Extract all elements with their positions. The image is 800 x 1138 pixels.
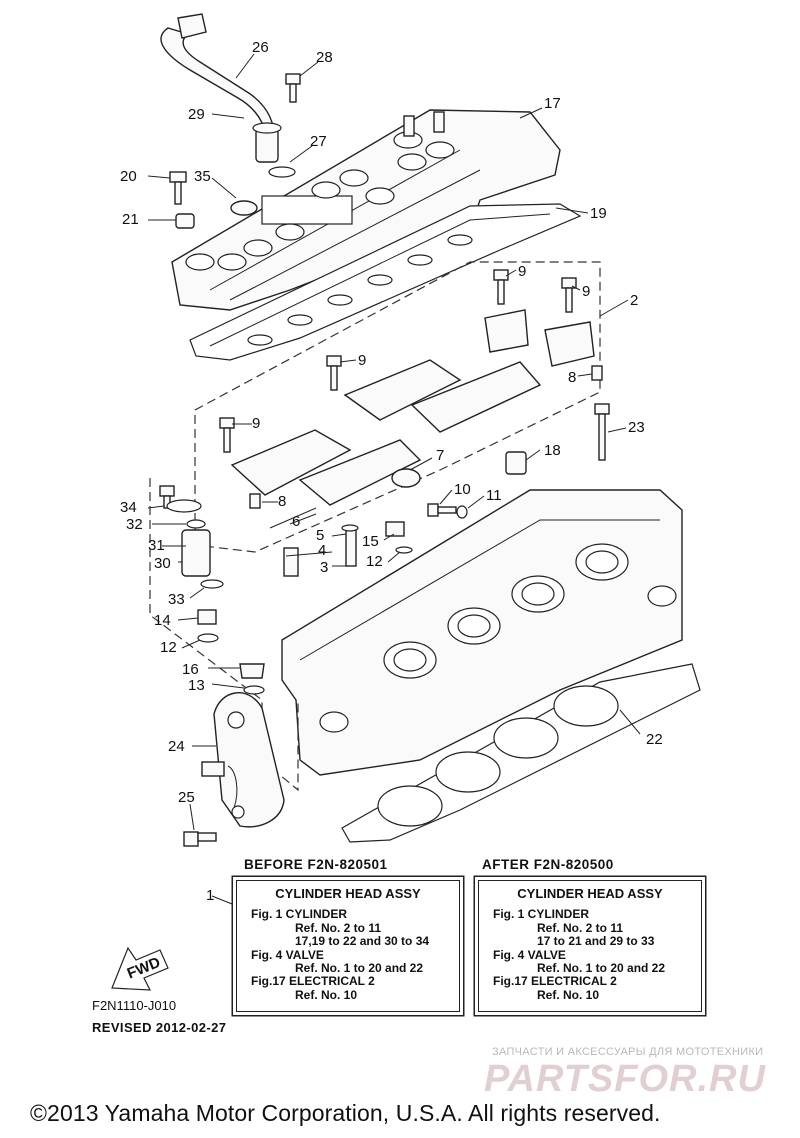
assy-before-line: Ref. No. 1 to 20 and 22 xyxy=(295,961,424,976)
head-cover xyxy=(171,109,561,311)
assy-before-line: 17,19 to 22 and 30 to 34 xyxy=(295,934,430,949)
cover-holes xyxy=(185,131,455,271)
fwd-arrow: FWD xyxy=(111,946,169,991)
callout-16: 16 xyxy=(182,661,199,678)
callout-9a: 9 xyxy=(518,263,526,280)
callout-18: 18 xyxy=(544,442,561,459)
watermark-tagline: ЗАПЧАСТИ И АКСЕССУАРЫ ДЛЯ МОТОТЕХНИКИ xyxy=(492,1046,764,1058)
copyright-notice: ©2013 Yamaha Motor Corporation, U.S.A. A… xyxy=(30,1100,661,1126)
callout-22: 22 xyxy=(646,731,663,748)
collar-18 xyxy=(505,451,527,475)
callout-19: 19 xyxy=(590,205,607,222)
callout-26: 26 xyxy=(252,39,269,56)
cam-caps xyxy=(230,309,595,506)
callout-12b: 12 xyxy=(160,639,177,656)
callout-5: 5 xyxy=(316,527,324,544)
assy-after-line: Fig. 4 VALVE xyxy=(493,947,566,962)
bolt-20 xyxy=(169,171,187,205)
callout-14: 14 xyxy=(154,612,171,629)
callout-9c: 9 xyxy=(358,352,366,369)
callout-35: 35 xyxy=(194,168,211,185)
callout-1: 1 xyxy=(206,887,214,904)
bolt-10 xyxy=(427,503,457,517)
bolt-28 xyxy=(285,73,301,103)
callout-24: 24 xyxy=(168,738,185,755)
callout-11: 11 xyxy=(486,487,502,504)
callout-29: 29 xyxy=(188,106,205,123)
assy-after-line: 17 to 21 and 29 to 33 xyxy=(537,934,655,949)
callout-31: 31 xyxy=(148,537,165,554)
callout-2: 2 xyxy=(630,292,638,309)
callout-7: 7 xyxy=(436,447,444,464)
washer-11 xyxy=(456,505,468,519)
callout-labels: 26 28 17 29 27 20 35 21 19 9 9 2 9 8 9 2… xyxy=(120,39,663,904)
cam-cap-bolts xyxy=(219,269,577,453)
callout-9b: 9 xyxy=(582,283,590,300)
callout-34: 34 xyxy=(120,499,137,516)
callout-32: 32 xyxy=(126,516,143,533)
assy-before-line: Fig.17 ELECTRICAL 2 xyxy=(251,974,375,989)
callout-4: 4 xyxy=(318,542,326,559)
callout-10: 10 xyxy=(454,481,471,498)
assy-after-line: Ref. No. 2 to 11 xyxy=(537,920,624,935)
head-ports xyxy=(319,543,677,733)
callout-28: 28 xyxy=(316,49,333,66)
assy-after-line: Fig. 1 CYLINDER xyxy=(493,907,590,922)
grommet-21 xyxy=(175,213,195,229)
assy-box-before: CYLINDER HEAD ASSY Fig. 1 CYLINDER Ref. … xyxy=(236,880,460,1012)
callout-33: 33 xyxy=(168,591,185,608)
hose-union xyxy=(252,122,296,178)
bolt-25 xyxy=(183,831,217,847)
callout-3: 3 xyxy=(320,559,328,576)
assy-before-line: Ref. No. 2 to 11 xyxy=(295,920,382,935)
callout-25: 25 xyxy=(178,789,195,806)
callout-15: 15 xyxy=(362,533,379,550)
gasket-holes xyxy=(247,234,473,346)
callout-8b: 8 xyxy=(278,493,286,510)
bolt-23 xyxy=(594,403,610,461)
header-before: BEFORE F2N-820501 xyxy=(244,857,388,872)
cylinder-head xyxy=(281,489,683,776)
leader-lines xyxy=(147,53,641,1002)
assy-before-title: CYLINDER HEAD ASSY xyxy=(275,886,421,901)
assy-after-line: Fig.17 ELECTRICAL 2 xyxy=(493,974,617,989)
assy-before-line: Ref. No. 10 xyxy=(295,987,358,1002)
assy-after-line: Ref. No. 1 to 20 and 22 xyxy=(537,961,666,976)
callout-23: 23 xyxy=(628,419,645,436)
callout-9d: 9 xyxy=(252,415,260,432)
assy-box-after: CYLINDER HEAD ASSY Fig. 1 CYLINDER Ref. … xyxy=(478,880,702,1012)
dowel-8a xyxy=(591,365,603,381)
cover-gasket xyxy=(189,203,582,361)
diagram-code: F2N1110-J010 xyxy=(92,998,177,1013)
seal-7 xyxy=(391,468,421,488)
header-after: AFTER F2N-820500 xyxy=(482,857,614,872)
callout-20: 20 xyxy=(120,168,137,185)
callout-21: 21 xyxy=(122,211,139,228)
assy-before-line: Fig. 1 CYLINDER xyxy=(251,907,348,922)
revised-date: REVISED 2012-02-27 xyxy=(92,1020,227,1035)
plate-24 xyxy=(201,692,285,828)
assy-after-title: CYLINDER HEAD ASSY xyxy=(517,886,663,901)
dowel-8b xyxy=(249,493,261,509)
plug-35 xyxy=(230,200,258,216)
watermark-logo: PARTSFOR.RU xyxy=(484,1058,766,1100)
head-gasket xyxy=(341,663,701,843)
callout-6: 6 xyxy=(292,513,300,530)
assy-before-line: Fig. 4 VALVE xyxy=(251,947,324,962)
callout-30: 30 xyxy=(154,555,171,572)
callout-27: 27 xyxy=(310,133,327,150)
callout-12a: 12 xyxy=(366,553,383,570)
callout-13: 13 xyxy=(188,677,205,694)
callout-17: 17 xyxy=(544,95,561,112)
callout-8a: 8 xyxy=(568,369,576,386)
assy-after-line: Ref. No. 10 xyxy=(537,987,600,1002)
small-parts xyxy=(159,485,413,695)
head-group-outline xyxy=(149,478,299,792)
